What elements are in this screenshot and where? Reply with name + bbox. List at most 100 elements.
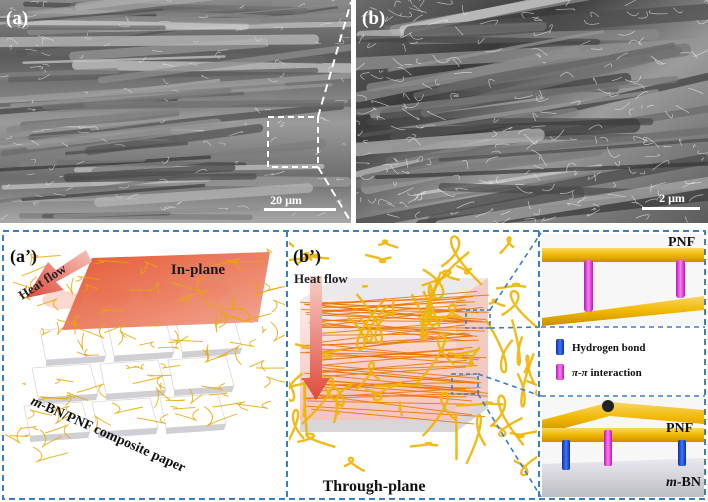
ap-fiber	[189, 388, 203, 405]
sem-b-nanofiber	[493, 217, 511, 223]
callout-box-bottom	[451, 373, 479, 395]
sem-a-nanofiber	[65, 187, 73, 192]
sem-a-nanofiber	[78, 126, 86, 129]
heat-flow-label-b: Heat flow	[294, 271, 348, 286]
sem-b-nanofiber	[524, 218, 537, 223]
sem-a-nanofiber	[202, 140, 212, 146]
ap-fiber	[214, 314, 218, 333]
ap-fiber	[249, 359, 266, 372]
sem-b-nanofiber	[675, 105, 690, 114]
sem-b-nanofiber	[559, 190, 575, 194]
bp-fiber-outer	[398, 401, 404, 417]
heat-flow-arrow-a	[26, 250, 92, 298]
substrate-rest: -BN	[677, 475, 701, 490]
sem-b-nanofiber	[592, 203, 600, 208]
sem-a-fiber	[89, 111, 214, 131]
sem-b-nanofiber	[644, 154, 661, 158]
sem-b-nanofiber	[450, 211, 459, 215]
sem-b-fiber	[374, 159, 708, 180]
sem-b-nanofiber	[650, 55, 664, 65]
callout-line-3	[477, 373, 542, 397]
sem-a-nanofiber	[318, 177, 327, 179]
sem-b-nanofiber	[415, 126, 424, 129]
bp-fiber-outer	[354, 361, 381, 391]
sem-b-nanofiber	[645, 198, 657, 204]
sem-b-nanofiber	[678, 139, 683, 146]
ap-block-edge	[174, 386, 234, 396]
sem-b-nanofiber	[584, 19, 600, 25]
inset-bottom-h-rod-2	[678, 440, 686, 466]
sem-b-nanofiber	[437, 0, 453, 5]
sem-b-nanofiber	[597, 88, 611, 94]
sem-a-nanofiber	[118, 23, 130, 27]
sem-b-nanofiber	[628, 39, 643, 46]
inset-bottom-pnf-label: PNF	[666, 421, 693, 436]
sem-b-nanofiber	[672, 7, 683, 14]
ap-fiber	[261, 326, 267, 334]
sem-b-nanofiber	[568, 191, 574, 200]
sem-b-nanofiber	[475, 208, 494, 218]
sem-b-fiber	[356, 75, 679, 116]
sem-b-nanofiber	[446, 57, 462, 63]
sem-b-nanofiber	[416, 156, 423, 163]
bp-fiber-inner	[309, 359, 468, 375]
sem-b-nanofiber	[426, 157, 432, 166]
bp-fiber-outer	[523, 354, 535, 384]
sem-a-nanofiber	[265, 43, 269, 47]
ap-fiber	[146, 374, 172, 377]
inset-bottom-fiber-back	[542, 402, 704, 434]
ap-fiber	[125, 364, 139, 369]
sem-a-nanofiber	[31, 99, 34, 104]
sem-b-nanofiber	[409, 32, 424, 40]
sem-b-nanofiber	[492, 130, 497, 138]
sem-a-nanofiber	[331, 0, 335, 2]
sem-a-nanofiber	[101, 137, 108, 143]
bp-fiber-outer	[440, 235, 483, 286]
sem-a-nanofiber	[275, 59, 286, 65]
zoom-box	[267, 116, 319, 168]
sem-b-nanofiber	[367, 42, 377, 49]
bp-fiber-outer	[495, 282, 527, 290]
ap-fiber	[208, 392, 229, 397]
inset-top-pi-rod-2	[676, 260, 685, 298]
sem-b-nanofiber	[356, 62, 365, 71]
ap-fiber	[32, 446, 69, 463]
bp-fiber-inner	[314, 324, 466, 344]
bp-fiber-inner	[311, 365, 478, 372]
sem-a-nanofiber	[217, 49, 229, 52]
ap-fiber	[75, 275, 100, 282]
sem-b-nanofiber	[691, 51, 698, 59]
sem-a-nanofiber	[339, 34, 351, 38]
sem-b-nanofiber	[612, 182, 617, 188]
sem-b-nanofiber	[376, 116, 386, 120]
ap-fiber	[53, 405, 75, 425]
ap-fiber	[9, 434, 30, 437]
sem-b-nanofiber	[500, 210, 511, 216]
bp-fiber-outer	[343, 456, 366, 473]
sem-b-nanofiber	[495, 175, 506, 183]
sem-b-nanofiber	[422, 83, 433, 90]
inset-bottom-h-rod-1	[562, 440, 570, 470]
ap-fiber	[39, 429, 62, 448]
sem-a-nanofiber	[0, 214, 8, 220]
sem-b-fiber	[403, 3, 708, 42]
bp-fiber-outer	[509, 430, 537, 439]
ap-fiber	[201, 382, 226, 391]
sem-a-fiber	[53, 206, 260, 219]
sem-a-nanofiber	[159, 119, 166, 124]
sem-a-nanofiber	[237, 205, 250, 209]
sem-a-fiber	[97, 34, 351, 84]
bp-fiber-outer	[377, 239, 399, 249]
sem-b-nanofiber	[527, 200, 532, 210]
schematic-panel-b-prime	[289, 235, 537, 477]
sem-a-nanofiber	[162, 63, 175, 67]
sem-b-nanofiber	[657, 190, 662, 198]
sem-panel-a: (a) 20 μm	[0, 0, 352, 223]
callout-line-4	[477, 393, 542, 498]
ap-fiber	[216, 309, 241, 326]
sem-b-nanofiber	[410, 41, 418, 44]
ap-fiber	[84, 284, 98, 292]
sem-b-nanofiber	[574, 170, 578, 176]
ap-fiber	[27, 409, 53, 420]
sem-b-nanofiber	[408, 0, 410, 2]
